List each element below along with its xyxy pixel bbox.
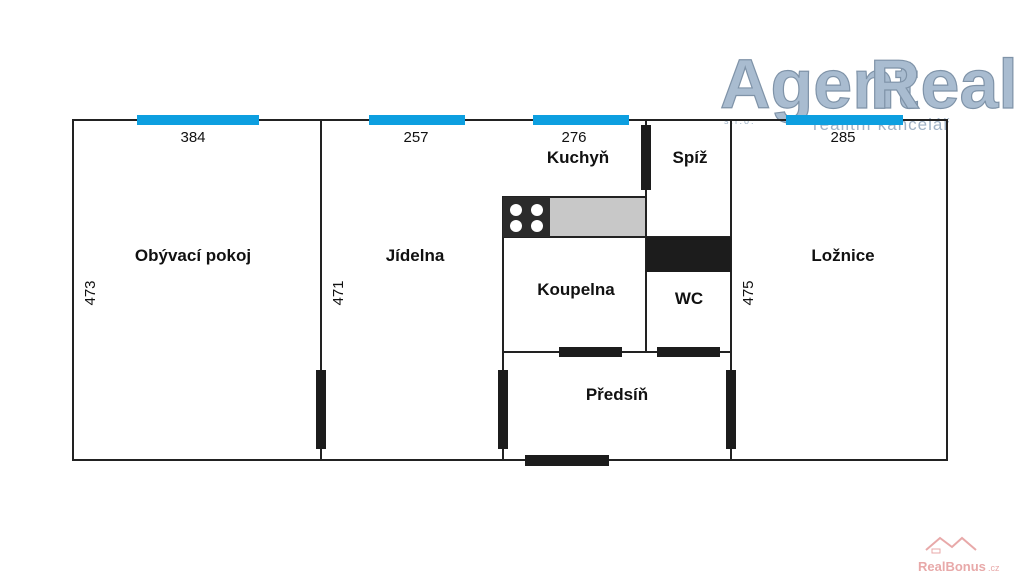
- room-label-bathroom: Koupelna: [537, 280, 615, 299]
- wc-partition-block: [646, 237, 731, 272]
- dim-dining-depth: 471: [330, 280, 347, 305]
- room-label-kitchen: Kuchyň: [547, 148, 609, 167]
- stove-burner-icon: [510, 204, 522, 216]
- kitchen-counter: [502, 196, 647, 238]
- window-dining: [369, 115, 465, 125]
- dim-bedroom-width: 285: [830, 129, 855, 146]
- room-labels: Obývací pokoj Jídelna Kuchyň Spíž Koupel…: [135, 148, 875, 404]
- stove-burner-icon: [510, 220, 522, 232]
- logo-brand-agent: Agent: [720, 45, 918, 123]
- window-bedroom: [786, 115, 903, 125]
- door-bathroom: [559, 347, 622, 357]
- dim-living-depth: 473: [82, 280, 99, 305]
- walls: [72, 119, 948, 461]
- roof-icon: [925, 536, 977, 551]
- door-living: [316, 370, 326, 449]
- room-label-pantry: Spíž: [673, 148, 708, 167]
- dim-living-width: 384: [180, 129, 205, 146]
- watermark-tld: .cz: [988, 563, 1000, 573]
- room-label-wc: WC: [675, 289, 703, 308]
- door-entrance: [525, 455, 609, 466]
- doors: [316, 125, 736, 466]
- door-bedroom: [726, 370, 736, 449]
- watermark-text: RealBonus: [918, 559, 986, 574]
- door-wc: [657, 347, 720, 357]
- realbonus-watermark: RealBonus .cz: [918, 536, 1000, 574]
- outer-wall: [72, 119, 948, 461]
- stove: [503, 197, 550, 237]
- stove-burner-icon: [531, 204, 543, 216]
- door-pantry: [641, 125, 651, 190]
- window-icon: [931, 548, 941, 554]
- dim-kitchen-width: 276: [561, 129, 586, 146]
- windows: [137, 115, 903, 125]
- stove-burner-icon: [531, 220, 543, 232]
- dim-dining-width: 257: [403, 129, 428, 146]
- window-kitchen: [533, 115, 629, 125]
- room-label-living: Obývací pokoj: [135, 246, 251, 265]
- dim-bedroom-depth: 475: [740, 280, 757, 305]
- door-dining: [498, 370, 508, 449]
- room-label-bedroom: Ložnice: [811, 246, 874, 265]
- window-living: [137, 115, 259, 125]
- room-label-dining: Jídelna: [386, 246, 445, 265]
- logo-brand-real: Real: [870, 45, 1018, 123]
- room-label-hallway: Předsíň: [586, 385, 648, 404]
- dimension-labels: 384 257 276 285 473 471 475: [82, 129, 856, 306]
